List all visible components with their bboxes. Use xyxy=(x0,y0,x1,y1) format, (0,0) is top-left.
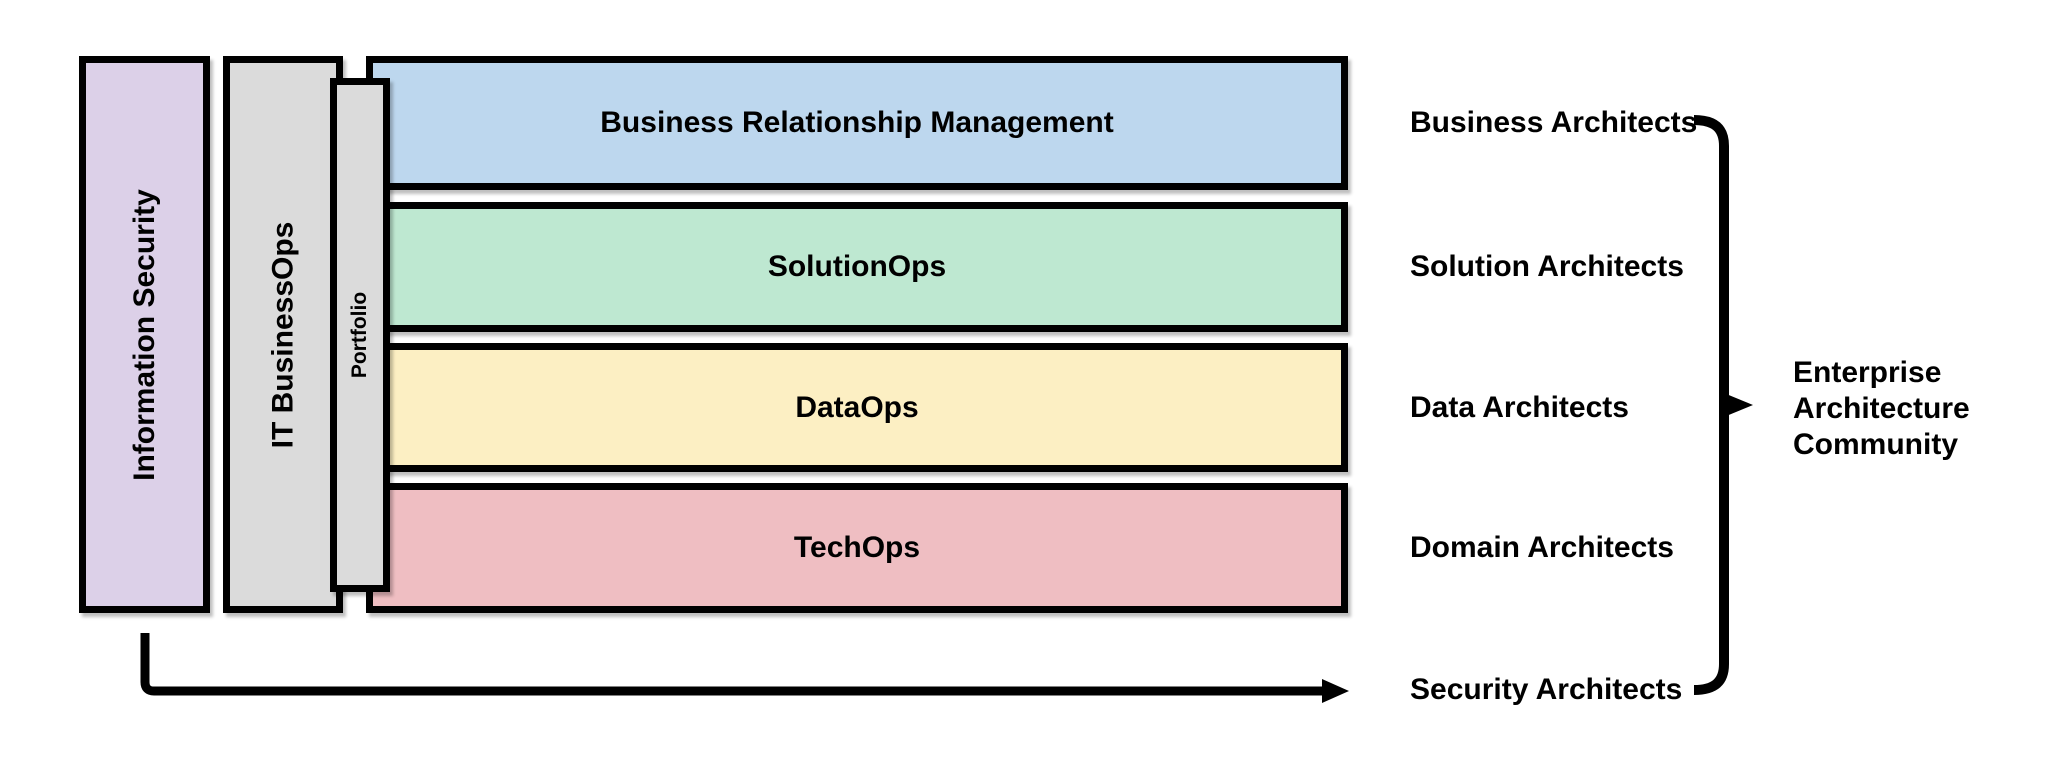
it-businessops-label: IT BusinessOps xyxy=(266,221,300,448)
portfolio-label: Portfolio xyxy=(348,291,372,379)
dataops-bar: DataOps xyxy=(366,343,1348,472)
dataops-label: DataOps xyxy=(795,390,919,424)
it-businessops-bar: IT BusinessOps xyxy=(223,56,343,613)
security-arrow-head xyxy=(1322,679,1349,703)
curly-brace-tip xyxy=(1719,391,1753,419)
domain-architects-label: Domain Architects xyxy=(1410,531,1674,564)
security-arrow-line xyxy=(140,633,1322,696)
solution-architects-label: Solution Architects xyxy=(1410,250,1684,283)
security-architects-label: Security Architects xyxy=(1410,673,1683,706)
techops-label: TechOps xyxy=(793,531,921,564)
techops-bar: TechOps xyxy=(366,483,1348,613)
business-relationship-management-bar: Business Relationship Management xyxy=(366,56,1348,190)
solutionops-label: SolutionOps xyxy=(767,250,947,283)
information-security-bar: Information Security xyxy=(79,56,210,613)
business-architects-label: Business Architects xyxy=(1410,106,1698,139)
business-relationship-management-label: Business Relationship Management xyxy=(600,106,1114,139)
portfolio-bar: Portfolio xyxy=(330,78,390,592)
information-security-label: Information Security xyxy=(127,188,161,481)
solutionops-bar: SolutionOps xyxy=(366,202,1348,332)
enterprise-architecture-community-label: Enterprise Architecture Community xyxy=(1793,356,1970,461)
curly-brace xyxy=(1693,115,1729,695)
data-architects-label: Data Architects xyxy=(1410,391,1629,424)
